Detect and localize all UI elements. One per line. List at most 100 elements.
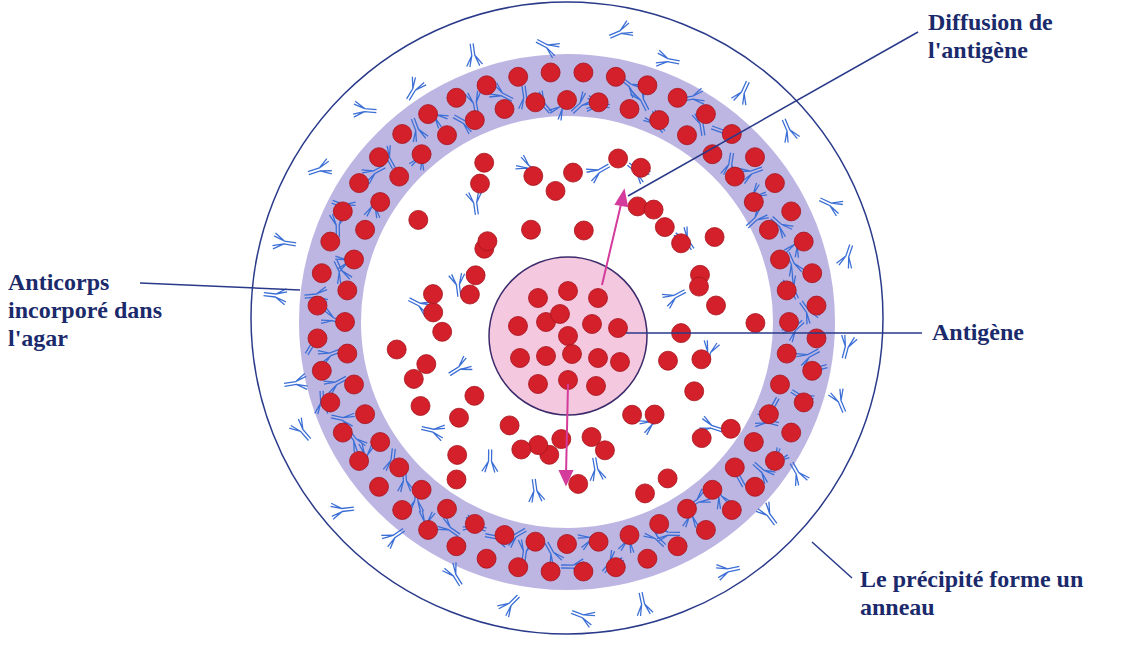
antigen-dot <box>563 345 582 364</box>
antigen-dot <box>587 377 606 396</box>
antibody-symbol <box>289 417 316 445</box>
antigen-dot <box>609 149 628 168</box>
antigen-dot <box>558 535 577 554</box>
antigen-dot <box>465 386 484 405</box>
antigen-dot <box>722 501 741 520</box>
antigen-dot <box>606 558 625 577</box>
antigen-dot <box>582 428 601 447</box>
antigen-dot <box>308 329 327 348</box>
antigen-dot <box>609 319 628 338</box>
antigen-dot <box>466 266 485 285</box>
antigen-dot <box>803 264 822 283</box>
antibody-symbol <box>816 192 844 216</box>
antigen-dot <box>611 353 630 372</box>
antigen-dot <box>620 526 639 545</box>
antigen-dot <box>409 210 428 229</box>
antigen-dot <box>746 477 765 496</box>
antigen-dot <box>526 532 545 551</box>
antigen-dot <box>807 296 826 315</box>
antigen-dot <box>692 429 711 448</box>
antigen-dot <box>589 289 608 308</box>
diffusion-arrow <box>566 384 568 475</box>
antigen-dot <box>782 202 801 221</box>
antigen-dot <box>371 433 390 452</box>
antigen-dot <box>411 397 430 416</box>
antigen-dot <box>703 480 722 499</box>
antigen-dot <box>574 562 593 581</box>
diffusion-arrow <box>602 200 622 285</box>
antibody-symbol <box>283 373 308 392</box>
leader-line <box>812 542 852 578</box>
antibody-symbol <box>623 158 651 185</box>
antigen-dot <box>522 220 541 239</box>
antigen-dot <box>794 393 813 412</box>
antigen-dot <box>705 228 724 247</box>
antigen-dot <box>387 340 406 359</box>
antigen-dot <box>460 285 479 304</box>
antigen-dot <box>771 375 790 394</box>
antigen-dot <box>638 549 657 568</box>
antigen-dot <box>390 458 409 477</box>
antibody-symbol <box>776 116 800 143</box>
antigen-dot <box>509 558 528 577</box>
diffusion-arrows <box>560 191 627 484</box>
arrow-head <box>616 191 627 206</box>
antigen-dot <box>475 153 494 172</box>
antigen-dot <box>589 349 608 368</box>
antigen-dot <box>356 220 375 239</box>
antigen-dot <box>336 313 355 332</box>
antigen-dot <box>541 562 560 581</box>
antigen-dot <box>589 532 608 551</box>
antigen-dot <box>321 393 340 412</box>
antibody-symbol <box>330 501 355 520</box>
antigen-dot <box>574 63 593 82</box>
antigen-dot <box>419 520 438 539</box>
antigen-dot <box>419 105 438 124</box>
antigen-dot <box>685 382 704 401</box>
antigen-dot <box>631 158 650 177</box>
antigen-dot <box>744 193 763 212</box>
antigen-dot <box>765 174 784 193</box>
antibody-symbol <box>836 334 857 360</box>
antibody-symbol <box>731 78 755 106</box>
antigen-dot <box>308 296 327 315</box>
antibody-symbol <box>607 20 634 44</box>
antigen-dot <box>345 375 364 394</box>
antigen-dot <box>404 369 423 388</box>
antigen-dot <box>658 469 677 488</box>
antibody-symbol <box>442 561 468 589</box>
antigen-dot <box>771 250 790 269</box>
antigen-dot <box>559 282 578 301</box>
antigen-dot <box>321 232 340 251</box>
antigen-dot <box>636 484 655 503</box>
antibody-symbol <box>785 459 810 487</box>
antigen-dot <box>696 105 715 124</box>
antibody-symbol <box>466 191 485 216</box>
antigen-dot <box>333 202 352 221</box>
antigen-dot <box>529 436 548 455</box>
antigen-dot <box>655 218 674 237</box>
antigen-dot <box>558 91 577 110</box>
antigen-dot <box>537 347 556 366</box>
antigen-dot <box>447 537 466 556</box>
antigen-dot <box>803 361 822 380</box>
antigen-dot <box>312 264 331 283</box>
antigen-dot <box>782 423 801 442</box>
antigen-dot <box>696 520 715 539</box>
antigen-dot <box>725 458 744 477</box>
antigen-dot <box>650 514 669 533</box>
precipitin-ring <box>330 85 804 559</box>
antigen-dot <box>424 303 443 322</box>
antigen-dot <box>345 250 364 269</box>
antigen-dot <box>524 167 543 186</box>
antigen-dot <box>794 232 813 251</box>
antigen-dot <box>638 76 657 95</box>
antigen-dot <box>807 329 826 348</box>
antigen-dot <box>551 305 570 324</box>
antigen-dot <box>721 419 740 438</box>
antigen-dot <box>765 451 784 470</box>
antibody-symbol <box>445 355 473 381</box>
antigen-dot <box>417 355 436 374</box>
antigen-dot <box>350 174 369 193</box>
antigen-dot <box>659 351 678 370</box>
